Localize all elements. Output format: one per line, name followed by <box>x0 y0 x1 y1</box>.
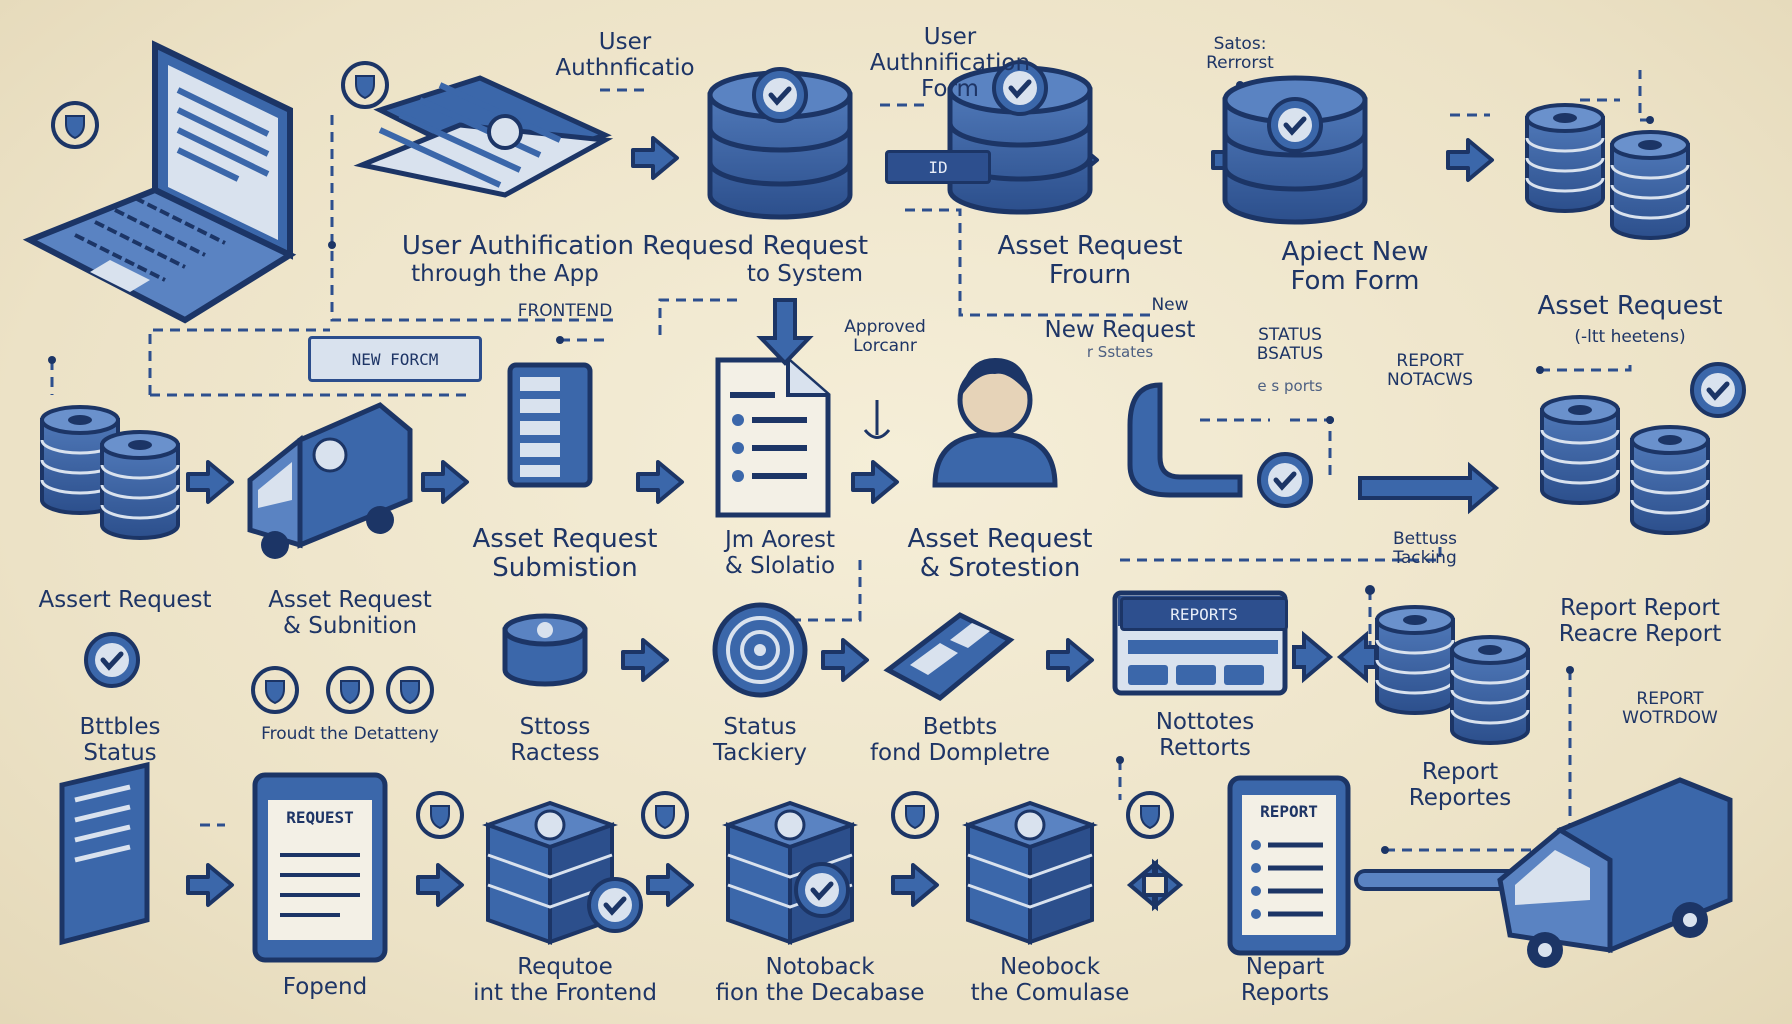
label-report-wotrdow: REPORT WOTRDOW <box>1622 689 1718 729</box>
connector-dots <box>48 81 1654 854</box>
label-report-report: Report Report Reacre Report <box>1558 595 1722 647</box>
database-icon <box>1525 103 1605 213</box>
label-asset-request-srotestion: Asset Request & Srotestion <box>907 524 1093 584</box>
user-avatar-icon <box>932 358 1058 488</box>
label-user-auth-request: User Authification Requesd Request <box>401 231 869 261</box>
label-user-auth-2: User Authnification Form <box>869 24 1031 102</box>
checkmark-badge-icon <box>589 879 641 931</box>
arrow-right-icon <box>416 863 464 907</box>
arrow-right-icon <box>1046 638 1094 682</box>
document-icon <box>715 357 831 518</box>
arrow-right-icon <box>1358 461 1500 515</box>
label-satos: Satos: Rerrorst <box>1206 34 1274 74</box>
checkmark-badge-icon <box>1269 99 1321 151</box>
server-rack-icon <box>510 365 590 485</box>
database-icon <box>1610 130 1690 240</box>
label-asset-request-frourn: Asset Request Frourn <box>997 231 1183 291</box>
label-jm-aorest: Jm Aorest & Slolatio <box>724 527 836 579</box>
checkmark-badge-icon <box>754 69 806 121</box>
laptop-icon <box>22 40 297 324</box>
shield-icon <box>51 101 99 149</box>
label-notoback: Notoback fion the Decabase <box>715 954 925 1006</box>
label-nottotes: Nottotes Rettorts <box>1155 709 1255 761</box>
checkmark-badge-icon <box>796 864 848 916</box>
label-system: to System <box>746 261 864 287</box>
map-card-icon <box>883 612 1015 701</box>
label-neobock: Neobock the Comulase <box>970 954 1130 1006</box>
request-doc-label: REQUEST <box>272 805 368 829</box>
label-asset-request-subnition: Asset Request & Subnition <box>268 587 432 639</box>
label-report-reportes: Report Reportes <box>1408 759 1512 811</box>
arrow-right-icon <box>891 863 939 907</box>
label-through-app: through the App <box>411 261 599 287</box>
shield-icon <box>416 791 464 839</box>
label-user-auth-1: User Authnficatio <box>555 29 695 81</box>
shield-icon <box>341 61 389 109</box>
checkmark-badge-icon <box>86 634 138 686</box>
label-new-small: New <box>1151 295 1189 315</box>
label-nepart-reports: Nepart Reports <box>1240 954 1330 1006</box>
double-arrow-icon <box>1292 630 1378 684</box>
report-doc-label: REPORT <box>1244 800 1334 822</box>
label-approved: Approved Lorcanr <box>844 317 926 357</box>
status-dots <box>251 666 434 714</box>
arrow-right-icon <box>186 460 234 504</box>
label-status-sub: e s ports <box>1257 377 1323 395</box>
signal-icon <box>712 602 808 698</box>
shield-icon <box>891 791 939 839</box>
label-report-notacws: REPORT NOTACWS <box>1387 351 1473 391</box>
arrow-right-icon <box>631 136 679 180</box>
delivery-truck-icon <box>247 402 413 559</box>
database-icon <box>1450 635 1530 745</box>
arrow-right-icon <box>636 460 684 504</box>
label-new-request-sub: r Sstates <box>1086 343 1154 361</box>
delivery-truck-icon <box>1497 777 1733 968</box>
checkmark-badge-icon <box>1692 364 1744 416</box>
database-icon <box>1375 605 1455 715</box>
label-requtoe: Requtoe int the Frontend <box>473 954 657 1006</box>
database-icon <box>1630 425 1710 535</box>
label-apiect-new-form: Apiect New Fom Form <box>1281 237 1429 297</box>
label-betbts: Betbts fond Dompletre <box>869 714 1051 766</box>
shield-icon <box>641 791 689 839</box>
label-asset-request-submistion: Asset Request Submistion <box>472 524 658 584</box>
double-arrow-icon <box>1126 858 1184 912</box>
label-new-request: New Request <box>1044 317 1196 343</box>
label-frontend: FRONTEND <box>517 301 613 321</box>
clipboard-icon <box>252 772 388 963</box>
label-status-status: STATUS BSATUS <box>1256 325 1324 365</box>
label-status-tackiery: Status Tackiery <box>713 714 807 766</box>
anchor-icon <box>863 400 891 439</box>
book-icon <box>59 761 150 946</box>
arrow-right-icon <box>646 863 694 907</box>
label-bttbles-status: Bttbles Status <box>79 714 161 766</box>
label-assert-request: Assert Request <box>38 587 212 613</box>
database-icon <box>1540 395 1620 505</box>
label-asset-request-sub: (-ltt heetens) <box>1574 327 1686 347</box>
label-sttoss-ractess: Sttoss Ractess <box>510 714 600 766</box>
label-bettuss-tacking: Bettuss Tacking <box>1393 529 1457 569</box>
new-form-tag: NEW FORCM <box>308 336 482 382</box>
label-froudt: Froudt the Detatteny <box>261 724 439 744</box>
toggle-icon <box>502 613 588 687</box>
arrow-right-icon <box>621 638 669 682</box>
label-fopend: Fopend <box>282 974 368 1000</box>
form-tablet-icon <box>353 75 614 198</box>
arrow-right-icon <box>1446 138 1494 182</box>
shield-icon <box>1126 791 1174 839</box>
phone-handset-icon <box>1127 382 1243 498</box>
arrow-right-icon <box>821 638 869 682</box>
reports-header-tag: REPORTS <box>1120 597 1288 631</box>
id-tag: ID <box>885 150 991 184</box>
checkmark-badge-icon <box>1259 454 1311 506</box>
arrow-right-icon <box>186 863 234 907</box>
server-box-icon <box>966 801 1094 944</box>
arrow-right-icon <box>851 460 899 504</box>
arrow-right-icon <box>421 460 469 504</box>
label-asset-request-right: Asset Request <box>1537 291 1723 321</box>
database-icon <box>100 430 180 540</box>
arrow-down-icon <box>756 298 814 366</box>
